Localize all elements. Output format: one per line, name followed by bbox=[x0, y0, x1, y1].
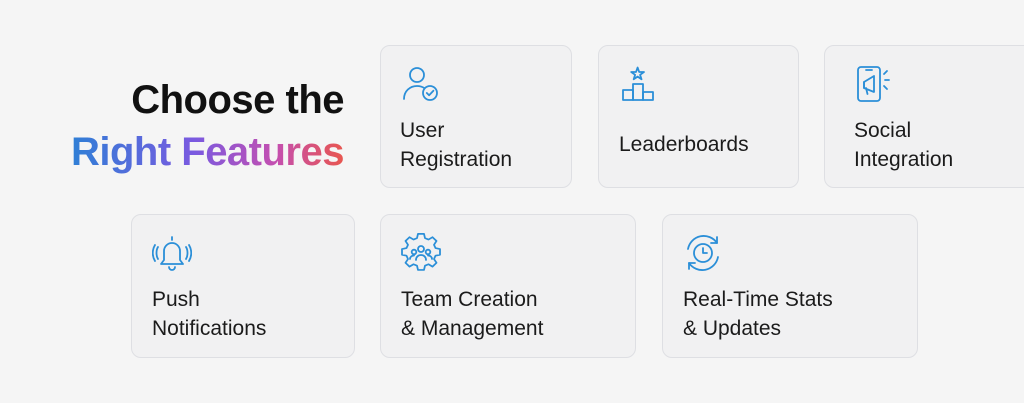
feature-label-line1: User bbox=[400, 119, 445, 142]
feature-card-team-creation: Team Creation & Management bbox=[380, 214, 636, 358]
heading-line-2: Right Features bbox=[71, 126, 345, 178]
feature-label-line1: Team Creation bbox=[401, 288, 538, 311]
feature-label: User Registration bbox=[400, 116, 512, 174]
feature-label-line2: & Management bbox=[401, 317, 544, 340]
feature-label-line1: Real-Time Stats bbox=[683, 288, 833, 311]
heading-line-1: Choose the bbox=[131, 78, 344, 122]
feature-label-line1: Push bbox=[152, 288, 200, 311]
feature-label-line2: Registration bbox=[400, 148, 513, 171]
feature-card-user-registration: User Registration bbox=[380, 45, 572, 188]
feature-label-line2: Notifications bbox=[152, 317, 267, 340]
bell-ringing-icon bbox=[152, 233, 192, 273]
gear-team-icon bbox=[401, 233, 441, 273]
feature-label-line1: Leaderboards bbox=[619, 133, 749, 156]
feature-label: Social Integration bbox=[854, 116, 953, 174]
feature-label: Leaderboards bbox=[619, 130, 749, 159]
feature-card-push-notifications: Push Notifications bbox=[131, 214, 355, 358]
feature-label: Team Creation & Management bbox=[401, 285, 543, 343]
phone-megaphone-icon bbox=[854, 64, 894, 104]
feature-label: Push Notifications bbox=[152, 285, 266, 343]
page-heading: Choose the Right Features bbox=[71, 74, 345, 178]
feature-card-realtime-stats: Real-Time Stats & Updates bbox=[662, 214, 918, 358]
feature-label-line2: Integration bbox=[854, 148, 954, 171]
feature-label: Real-Time Stats & Updates bbox=[683, 285, 833, 343]
clock-refresh-icon bbox=[683, 233, 723, 273]
feature-card-social-integration: Social Integration bbox=[824, 45, 1024, 188]
podium-star-icon bbox=[619, 64, 659, 104]
feature-label-line1: Social bbox=[854, 119, 912, 142]
feature-label-line2: & Updates bbox=[683, 317, 782, 340]
feature-card-leaderboards: Leaderboards bbox=[598, 45, 799, 188]
user-check-icon bbox=[401, 64, 441, 104]
